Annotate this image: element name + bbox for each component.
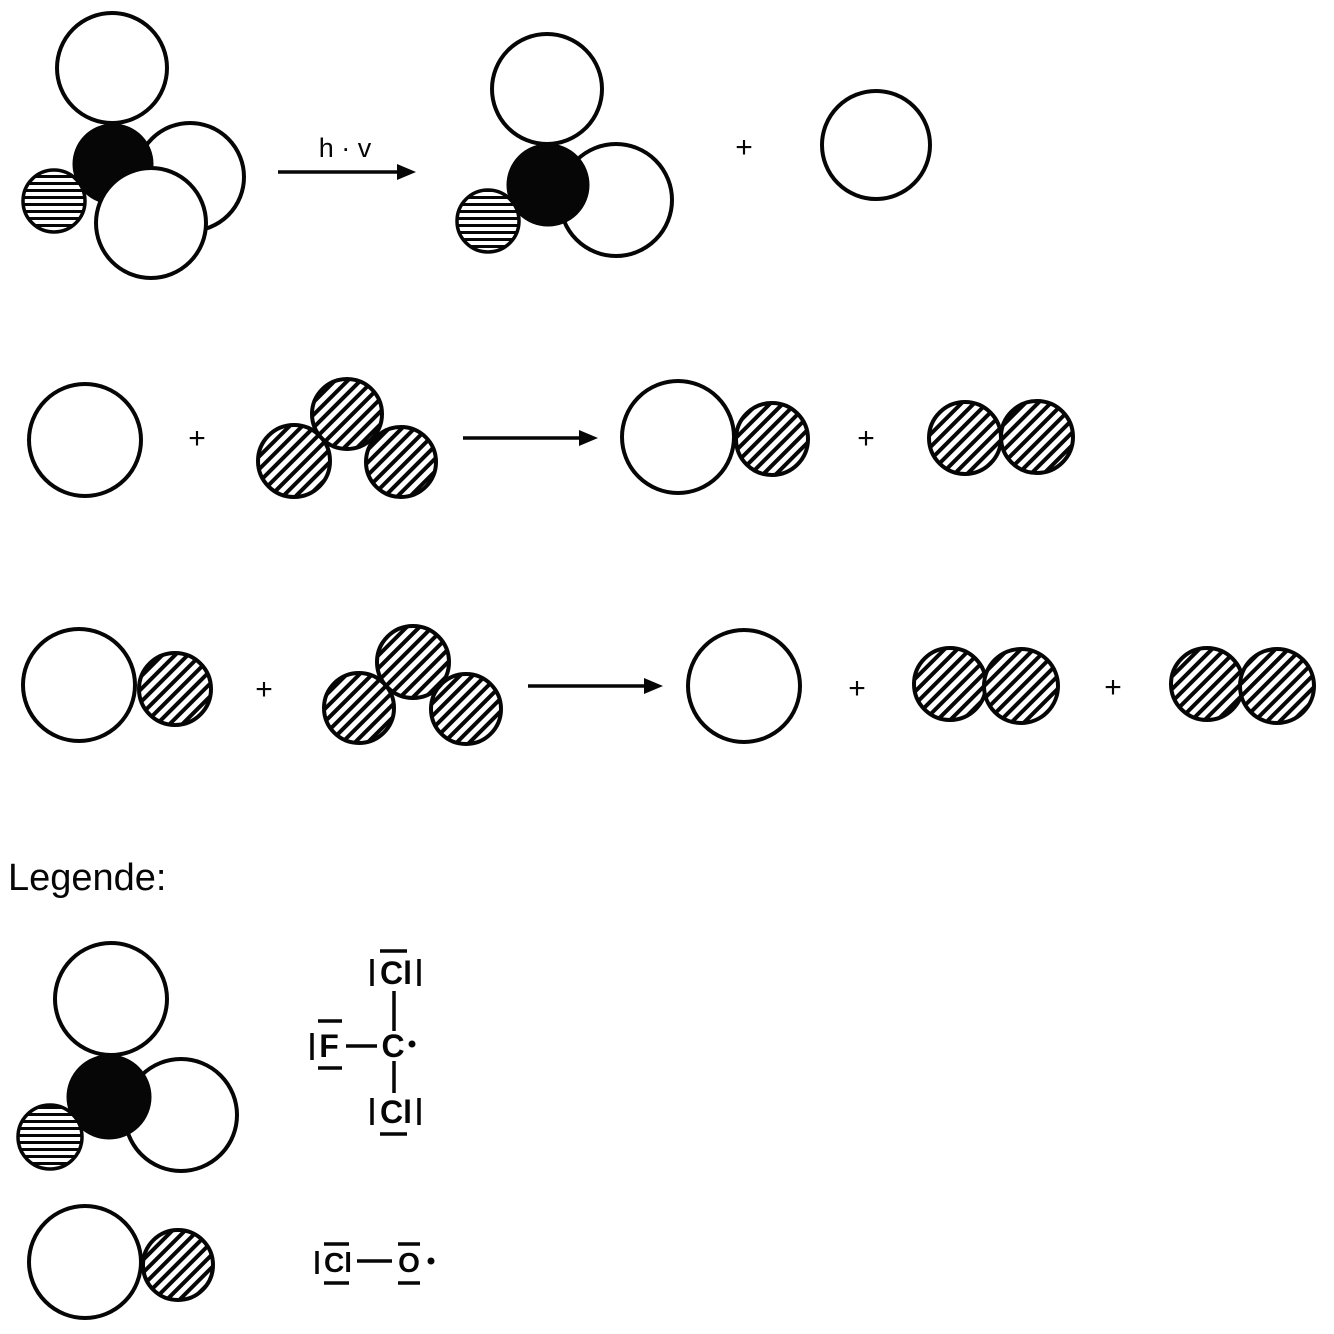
oxygen-atom-circle <box>999 399 1075 475</box>
chlorine-atom-circle <box>53 941 169 1057</box>
fluorine-atom-circle <box>455 188 521 254</box>
chlorine-atom-circle <box>686 628 802 744</box>
chlorine-atom-circle <box>820 89 932 201</box>
plus-sign: + <box>255 673 273 706</box>
chlorine-atom-circle <box>620 379 736 495</box>
oxygen-atom-circle <box>912 646 988 722</box>
oxygen-atom-circle <box>141 1228 215 1302</box>
fluorine-atom-circle <box>21 168 87 234</box>
carbon-atom-circle <box>506 143 590 227</box>
carbon-atom-circle <box>66 1054 152 1140</box>
plus-sign: + <box>857 422 875 455</box>
reaction-1: h · v + <box>21 11 932 280</box>
oxygen-atom-circle <box>310 377 384 451</box>
chlorine-atom-circle <box>27 382 143 498</box>
ozone-molecule <box>322 624 503 746</box>
oxygen-atom-circle <box>927 400 1003 476</box>
chlorine-symbol: Cl <box>380 955 412 991</box>
legend-section: Legende: Cl F C Cl <box>8 857 435 1320</box>
plus-sign: + <box>735 131 753 164</box>
chlorine-atom-circle <box>55 11 169 125</box>
radical-electron-dot <box>427 1257 435 1265</box>
legend-clo-molecule <box>27 1204 215 1320</box>
plus-sign: + <box>1104 671 1122 704</box>
chlorine-atom-circle <box>27 1204 143 1320</box>
plus-sign: + <box>188 422 206 455</box>
reaction-2: + + <box>27 377 1075 499</box>
reaction-arrow <box>463 430 598 446</box>
oxygen-symbol: O <box>398 1247 420 1278</box>
chlorine-radical-atom <box>27 382 143 498</box>
reaction-arrow <box>278 164 416 180</box>
chlorine-radical-atom <box>820 89 932 201</box>
reaction-arrow <box>528 678 663 694</box>
oxygen-atom-circle <box>322 671 396 745</box>
oxygen-atom-circle <box>364 425 438 499</box>
oxygen-molecule <box>912 646 1060 725</box>
clo-radical-molecule <box>21 627 213 743</box>
arrow-head <box>644 678 663 694</box>
reaction-3: + + + <box>21 624 1316 746</box>
fluorine-symbol: F <box>319 1028 339 1064</box>
radical-electron-dot <box>408 1040 416 1048</box>
oxygen-atom-circle <box>256 423 332 499</box>
arrow-head <box>579 430 598 446</box>
cfcl3-molecule <box>21 11 246 280</box>
oxygen-atom-circle <box>429 672 503 746</box>
oxygen-atom-circle <box>982 647 1060 725</box>
oxygen-atom-circle <box>137 651 213 727</box>
oxygen-atom-circle <box>734 401 810 477</box>
oxygen-atom-circle <box>1169 646 1245 722</box>
legend-cfcl2-molecule <box>16 941 239 1173</box>
chlorine-symbol: Cl <box>380 1094 412 1130</box>
oxygen-atom-circle <box>375 624 451 700</box>
ozone-molecule <box>256 377 438 499</box>
legend-title: Legende: <box>8 857 167 899</box>
plus-sign: + <box>848 672 866 705</box>
chlorine-atom-circle <box>490 32 604 146</box>
arrow-head <box>397 164 416 180</box>
lewis-structure-clo: Cl O <box>315 1242 435 1285</box>
chlorine-atom-circle <box>21 627 137 743</box>
light-energy-label: h · v <box>319 133 372 163</box>
oxygen-molecule <box>927 399 1075 476</box>
oxygen-molecule <box>1169 646 1316 725</box>
chlorine-radical-atom <box>686 628 802 744</box>
cfcl2-radical-molecule <box>455 32 674 258</box>
clo-radical-molecule <box>620 379 810 495</box>
lewis-structure-cfcl2: Cl F C Cl <box>310 949 421 1136</box>
carbon-symbol: C <box>381 1028 404 1064</box>
chlorine-symbol: Cl <box>324 1247 352 1278</box>
chlorine-atom-circle <box>94 166 208 280</box>
oxygen-atom-circle <box>1238 647 1316 725</box>
fluorine-atom-circle <box>16 1103 84 1171</box>
